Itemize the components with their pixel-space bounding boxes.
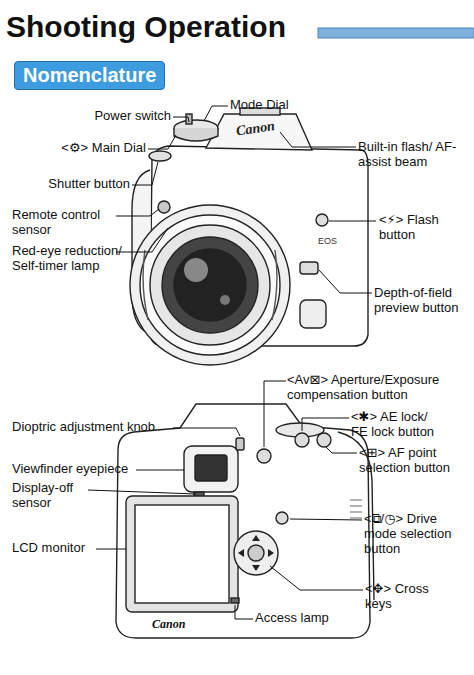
part-label: <⊞> AF point selection button: [359, 446, 469, 476]
part-label: <⧉/◷> Drive mode selection button: [364, 512, 470, 557]
part-label: Dioptric adjustment knob: [12, 420, 172, 435]
part-label: Shutter button: [10, 177, 130, 192]
part-label: Mode Dial: [230, 98, 320, 113]
section-band: Nomenclature: [14, 61, 165, 90]
model-mark: EOS: [318, 236, 348, 246]
part-label: Viewfinder eyepiece: [12, 462, 136, 477]
leader-lines: [116, 106, 376, 293]
part-label: <⚡> Flash button: [379, 213, 469, 243]
part-label: Access lamp: [255, 611, 355, 626]
part-label: <Av⊠> Aperture/Exposure compensation but…: [287, 373, 471, 403]
part-label: Remote control sensor: [12, 208, 114, 238]
page-title: Shooting Operation: [6, 10, 286, 44]
brand-logo: Canon: [152, 618, 212, 632]
part-label: Built-in flash/ AF-assist beam: [358, 140, 470, 170]
part-label: Depth-of-field preview button: [374, 286, 471, 316]
camera-front: [130, 108, 368, 365]
leader-lines: [88, 381, 363, 619]
part-label: LCD monitor: [12, 541, 102, 556]
part-label: Red-eye reduction/ Self-timer lamp: [12, 244, 122, 274]
part-label: <✥> Cross keys: [365, 582, 455, 612]
part-label: <✱> AE lock/ FE lock button: [351, 410, 447, 440]
part-label: <⚙> Main Dial: [26, 141, 146, 156]
part-label: Power switch: [61, 109, 171, 124]
camera-back: [116, 404, 374, 638]
section-heading: Nomenclature: [15, 62, 164, 89]
part-label: Display-off sensor: [12, 481, 92, 511]
title-bar: [318, 28, 474, 38]
